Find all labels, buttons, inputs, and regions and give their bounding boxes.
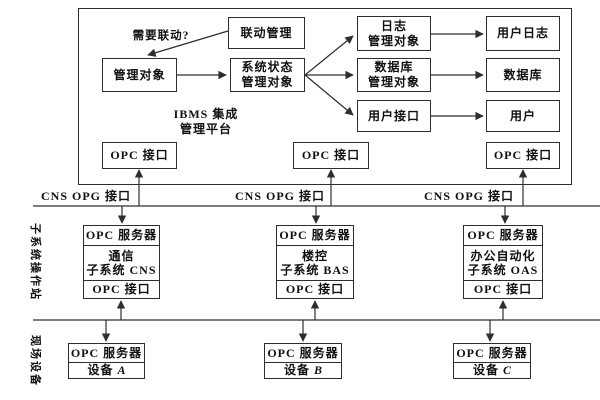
opc-server-cell: OPC 服务器 <box>467 228 539 243</box>
device-letter: B <box>314 363 323 378</box>
opc-server-cell: OPC 服务器 <box>85 228 158 243</box>
log-manager-box: 日志 管理对象 <box>357 16 431 51</box>
arrow-status-to-userif <box>304 74 354 116</box>
opc-interface-cell: OPC 接口 <box>277 280 353 298</box>
bus-label-mid: CNS OPG 接口 <box>234 189 325 203</box>
user-box: 用户 <box>486 100 560 132</box>
linkage-question-label: 需要联动? <box>132 29 190 42</box>
database-box: 数据库 <box>486 58 560 92</box>
arrow-linkage-to-managed <box>147 30 229 57</box>
field-layer-label: 现场设备 <box>29 335 41 387</box>
system-status-box: 系统状态 管理对象 <box>230 58 305 92</box>
opc-server-cell: OPC 服务器 <box>279 228 351 243</box>
device-stack-a: OPC 服务器 设备 A <box>68 343 145 379</box>
platform-frame <box>78 8 572 185</box>
subsystem-stack-cns: OPC 服务器 通信 子系统 CNS OPC 接口 <box>83 225 160 299</box>
subsystem-name-cell: 办公自动化 子系统 OAS <box>464 245 542 280</box>
bus-label-right: CNS OPG 接口 <box>423 189 514 203</box>
subsystem-name-cell: 楼控 子系统 BAS <box>277 245 353 280</box>
opc-interface-cell: OPC 接口 <box>464 280 542 298</box>
device-letter: A <box>117 363 126 378</box>
device-name-cell: 设备 A <box>69 362 144 378</box>
device-name-cell: 设备 B <box>265 362 341 378</box>
opc-server-cell: OPC 服务器 <box>267 345 339 360</box>
user-interface-box: 用户接口 <box>357 100 431 132</box>
opc-server-cell: OPC 服务器 <box>456 345 528 360</box>
subsystem-layer-label: 子系统操作站 <box>29 223 41 301</box>
opc-interface-cell: OPC 接口 <box>84 280 159 298</box>
device-name-cell: 设备 C <box>454 362 530 378</box>
arrow-status-to-logmgr <box>304 35 354 76</box>
bus-label-left: CNS OPG 接口 <box>40 189 131 203</box>
managed-object-box: 管理对象 <box>102 58 177 92</box>
user-log-box: 用户日志 <box>486 16 560 51</box>
platform-opc-interface-right: OPC 接口 <box>486 142 560 169</box>
opc-server-cell: OPC 服务器 <box>70 345 143 360</box>
platform-title: IBMS 集成 管理平台 <box>173 107 239 136</box>
device-stack-c: OPC 服务器 设备 C <box>453 343 531 379</box>
linkage-management-box: 联动管理 <box>228 17 305 49</box>
subsystem-name-cell: 通信 子系统 CNS <box>84 245 159 280</box>
device-stack-b: OPC 服务器 设备 B <box>264 343 342 379</box>
device-letter: C <box>503 363 512 378</box>
subsystem-stack-oas: OPC 服务器 办公自动化 子系统 OAS OPC 接口 <box>463 225 543 299</box>
subsystem-stack-bas: OPC 服务器 楼控 子系统 BAS OPC 接口 <box>276 225 354 299</box>
database-manager-box: 数据库 管理对象 <box>357 58 431 92</box>
platform-opc-interface-mid: OPC 接口 <box>293 142 369 169</box>
platform-opc-interface-left: OPC 接口 <box>102 142 177 169</box>
